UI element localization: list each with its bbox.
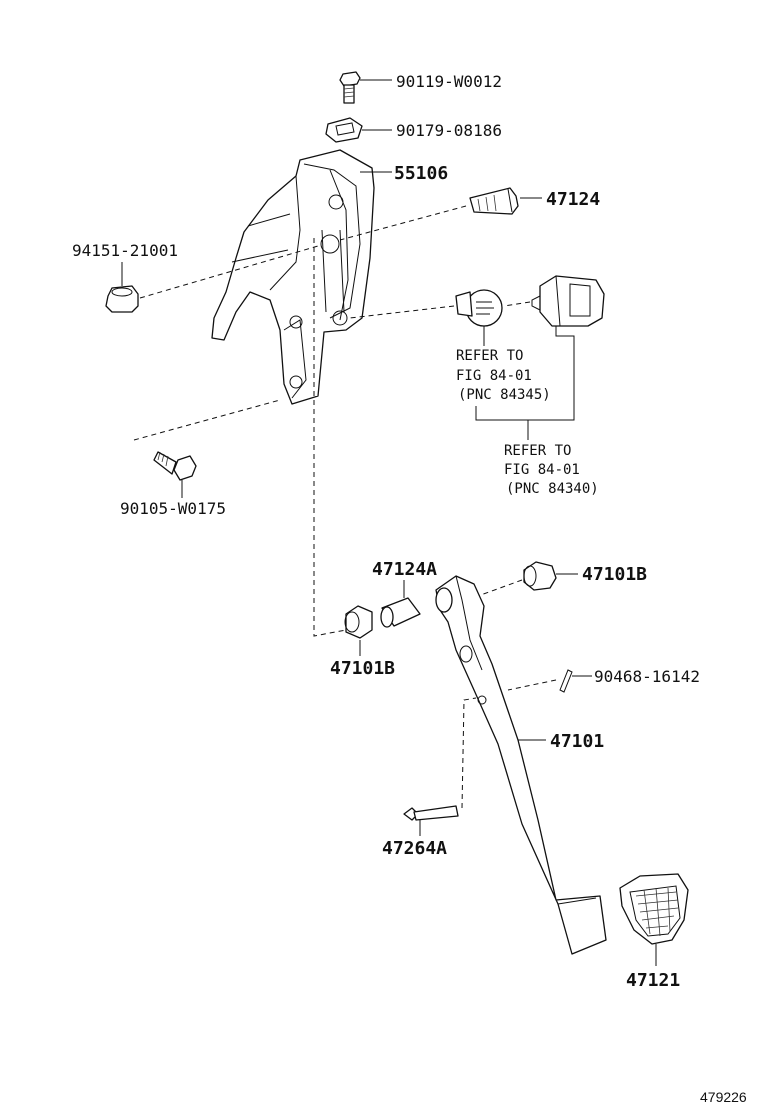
- pedal-pad-47121: [619, 873, 689, 945]
- label-90119-W0012: 90119-W0012: [396, 72, 502, 91]
- label-55106: 55106: [394, 163, 448, 184]
- clip-90468: [559, 669, 573, 693]
- bushing-47101B-left: [344, 605, 373, 639]
- label-90468-16142: 90468-16142: [594, 667, 700, 686]
- assembly-line-90105: [133, 399, 281, 441]
- assembly-line-47101B-right: [477, 579, 523, 597]
- label-47121: 47121: [626, 970, 680, 991]
- refer-to-label-2: REFER TO: [504, 443, 571, 459]
- stop-lamp-switch: [455, 289, 503, 327]
- assembly-line-pivot: [313, 238, 347, 637]
- label-47124: 47124: [546, 189, 600, 210]
- connector: [531, 275, 605, 327]
- nut-94151: [105, 285, 139, 313]
- bolt-90119: [339, 71, 361, 104]
- label-47101B-left: 47101B: [330, 658, 395, 679]
- label-47101B-right: 47101B: [582, 564, 647, 585]
- label-94151-21001: 94151-21001: [72, 241, 178, 260]
- collar-47124A: [380, 597, 421, 628]
- refer-fig-label-1: FIG 84-01: [456, 368, 532, 384]
- figure-number: 479226: [700, 1089, 747, 1105]
- pedal-arm-47101: [435, 575, 607, 955]
- label-90179-08186: 90179-08186: [396, 121, 502, 140]
- refer-fig-label-2: FIG 84-01: [504, 462, 580, 478]
- label-90105-W0175: 90105-W0175: [120, 499, 226, 518]
- pedal-bracket-55106: [211, 149, 375, 405]
- label-47264A: 47264A: [382, 838, 447, 859]
- ref-bracket: [475, 326, 575, 440]
- pin-47264A: [403, 805, 459, 821]
- clip-nut-90179: [325, 117, 363, 143]
- refer-pnc-label-1: (PNC 84345): [458, 387, 551, 403]
- refer-pnc-label-2: (PNC 84340): [506, 481, 599, 497]
- bushing-47101B-right: [523, 561, 557, 591]
- assembly-line-90468: [507, 679, 557, 691]
- assembly-line-94151: [139, 245, 319, 299]
- bolt-47124: [469, 187, 519, 215]
- assembly-line-switch: [349, 305, 455, 319]
- assembly-line-47124: [339, 205, 467, 241]
- label-47124A: 47124A: [372, 559, 437, 580]
- assembly-line-47264A: [461, 697, 477, 809]
- label-47101: 47101: [550, 731, 604, 752]
- bolt-90105: [153, 451, 197, 481]
- assembly-line-connector: [503, 301, 531, 307]
- refer-to-label-1: REFER TO: [456, 348, 523, 364]
